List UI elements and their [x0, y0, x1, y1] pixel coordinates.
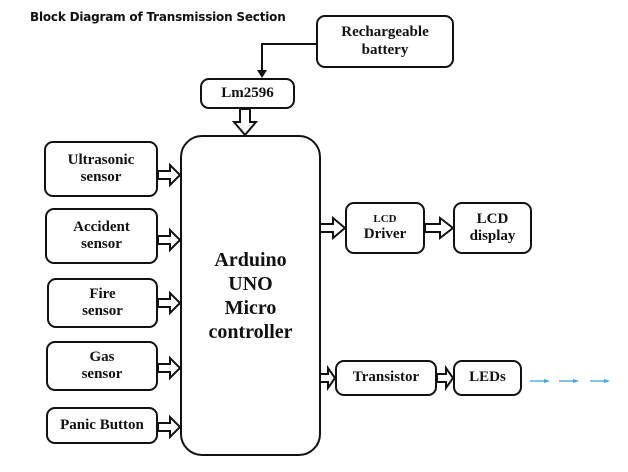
gas-sensor-block: Gas sensor — [46, 341, 158, 391]
controller-to-lcd-driver-arrow — [319, 215, 347, 241]
regulator-label: Lm2596 — [221, 84, 274, 101]
lcd-display-block: LCD display — [453, 202, 532, 254]
regulator-to-controller-arrow — [231, 108, 259, 137]
lcd-driver-label-1: LCD — [373, 213, 397, 226]
lcd-display-label-2: display — [469, 228, 516, 244]
ultrasonic-sensor-block: Ultrasonic sensor — [44, 141, 158, 197]
transistor-to-leds-arrow — [436, 364, 455, 392]
panic-button-to-controller-arrow — [157, 414, 182, 440]
panic-button-block: Panic Button — [46, 407, 158, 444]
lcd-driver-to-display-arrow — [424, 215, 455, 241]
gas-label-2: sensor — [81, 366, 123, 382]
fire-to-controller-arrow — [157, 290, 182, 316]
lcd-driver-label-2: Driver — [363, 225, 407, 242]
panic-button-label: Panic Button — [60, 416, 144, 433]
fire-sensor-block: Fire sensor — [47, 278, 158, 328]
controller-label-4: controller — [208, 320, 293, 343]
transistor-block: Transistor — [335, 360, 437, 396]
controller-to-transistor-arrow — [319, 364, 337, 392]
light-arrowhead-2 — [573, 379, 579, 383]
light-output-arrows — [530, 379, 610, 383]
battery-to-regulator-line — [261, 43, 316, 72]
gas-label-1: Gas — [89, 348, 115, 365]
accident-to-controller-arrow — [157, 227, 182, 253]
ultrasonic-label-1: Ultrasonic — [67, 151, 135, 168]
accident-label-1: Accident — [73, 218, 130, 235]
controller-block: Arduino UNO Micro controller — [180, 135, 321, 456]
battery-label-1: Rechargeable — [341, 24, 429, 41]
leds-label: LEDs — [469, 369, 506, 386]
controller-label-3: Micro — [224, 296, 277, 319]
light-arrowhead-1 — [544, 379, 550, 383]
fire-label-1: Fire — [89, 285, 116, 302]
battery-label-2: battery — [361, 41, 409, 58]
controller-label-2: UNO — [228, 272, 273, 295]
lcd-driver-block: LCD Driver — [345, 202, 425, 254]
lcd-display-label-1: LCD — [476, 210, 509, 227]
accident-label-2: sensor — [81, 236, 122, 252]
transistor-label: Transistor — [352, 369, 420, 386]
light-arrowhead-3 — [604, 379, 610, 383]
controller-label-1: Arduino — [214, 248, 287, 271]
battery-to-regulator-arrowhead — [257, 70, 267, 78]
ultrasonic-to-controller-arrow — [157, 162, 182, 188]
accident-sensor-block: Accident sensor — [45, 208, 158, 264]
fire-label-2: sensor — [82, 303, 123, 319]
gas-to-controller-arrow — [157, 355, 182, 381]
battery-block: Rechargeable battery — [316, 15, 454, 68]
diagram-title: Block Diagram of Transmission Section — [30, 10, 286, 24]
ultrasonic-label-2: sensor — [80, 169, 122, 185]
regulator-block: Lm2596 — [200, 78, 295, 109]
leds-block: LEDs — [453, 360, 522, 396]
